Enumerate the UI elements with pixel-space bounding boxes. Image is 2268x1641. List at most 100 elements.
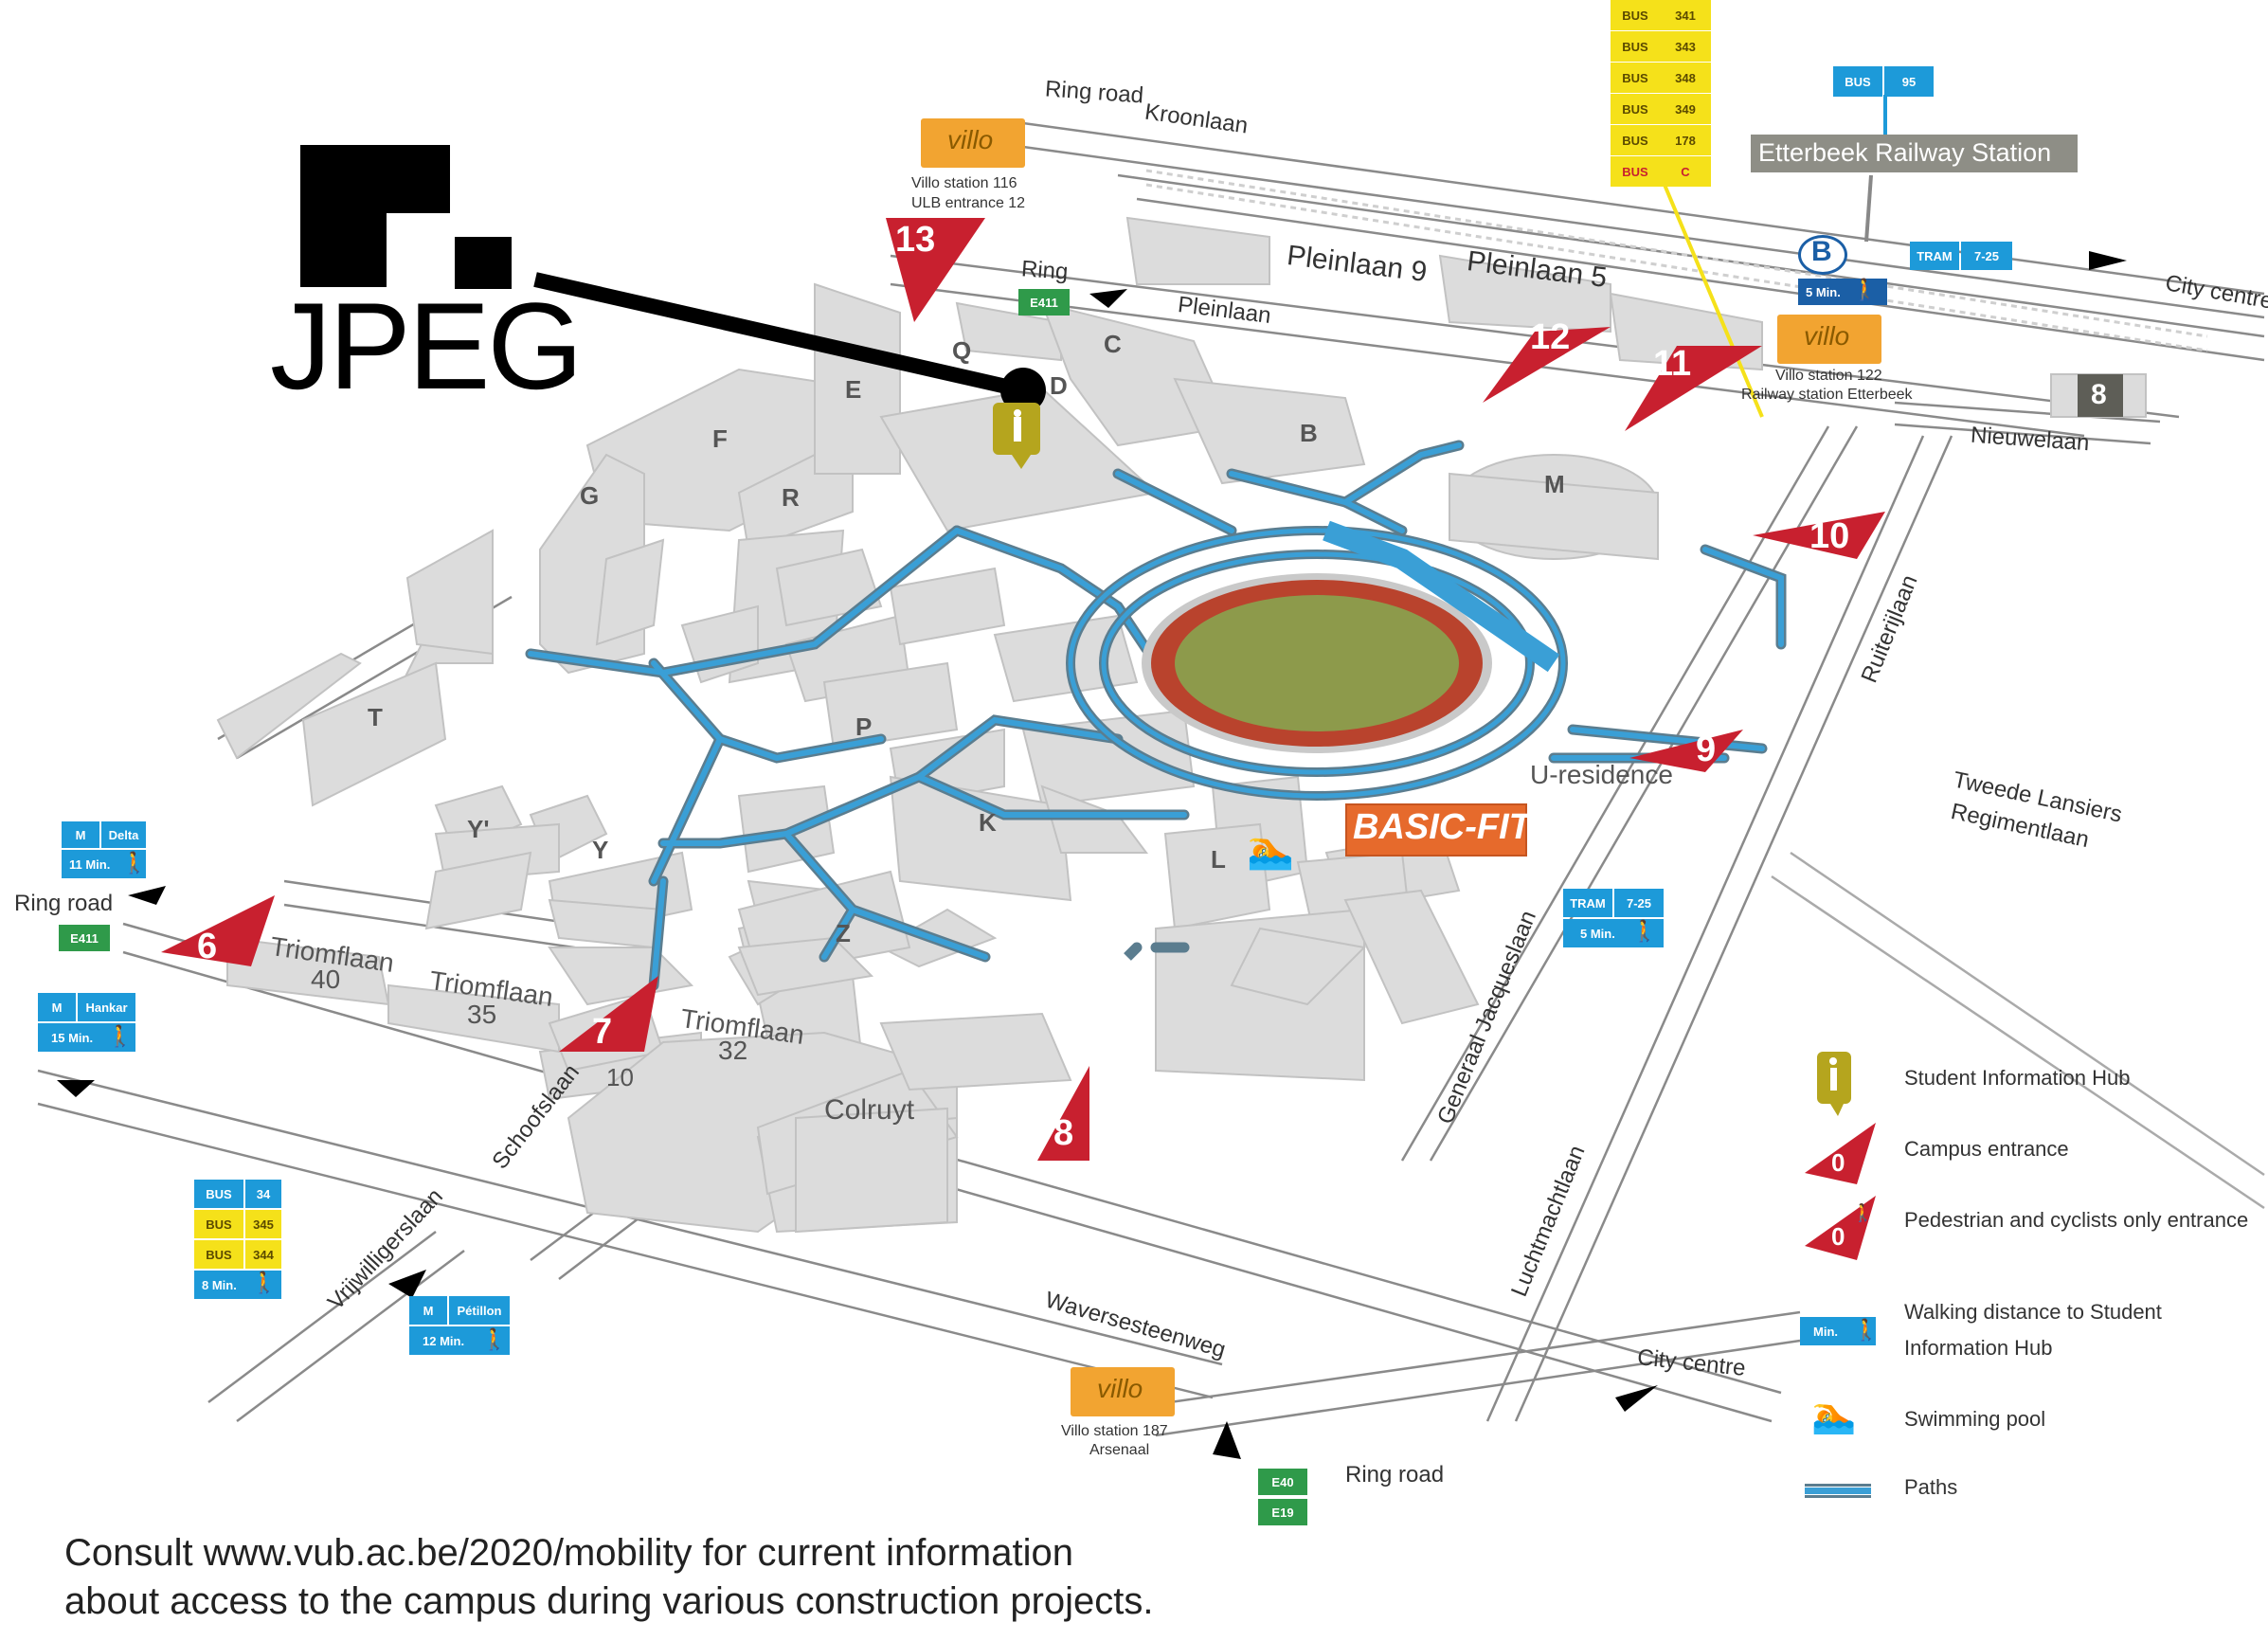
building-e: E <box>845 375 862 404</box>
legend-walk-1: Walking distance to Student <box>1904 1300 2162 1324</box>
villo-187-logo <box>1071 1367 1175 1416</box>
entrance-6: 6 <box>197 927 218 966</box>
bus-leader-line <box>1663 184 1764 418</box>
bus95-label: BUS <box>1833 66 1882 97</box>
e411-top-badge: E411 <box>1018 289 1070 316</box>
metro-petillon-name: Pétillon <box>449 1296 510 1325</box>
triomflaan32-num: 32 <box>718 1036 748 1065</box>
jpeg-logo-mark <box>300 145 512 289</box>
tram-mid-walk-icon: 🚶 <box>1631 919 1658 943</box>
b-station-walk-icon: 🚶 <box>1852 278 1879 301</box>
colruyt-label: Colruyt <box>824 1094 915 1126</box>
entrance-7: 7 <box>592 1012 613 1052</box>
footer-line-1: Consult www.vub.ac.be/2020/mobility for … <box>64 1532 1073 1574</box>
legend-ped-zero: 0 <box>1831 1222 1845 1251</box>
e19-badge: E19 <box>1258 1499 1307 1525</box>
villo-187-sub: Arsenaal <box>1089 1442 1150 1458</box>
metro-delta-m: M <box>62 821 99 848</box>
tram-mid-label: TRAM <box>1563 889 1612 917</box>
building-y-prime: Y' <box>467 815 490 843</box>
metro-delta-walk-icon: 🚶 <box>121 851 148 875</box>
villo-122-logo <box>1777 315 1881 364</box>
b-station-circle <box>1798 235 1847 275</box>
tram-mid-walk: 5 Min. <box>1563 919 1664 947</box>
bus-number: 349 <box>1660 94 1711 124</box>
villo-122-logo-text: villo <box>1804 321 1850 351</box>
villo-187-name: Villo station 187 <box>1061 1423 1168 1439</box>
u-residence-label: U-residence <box>1530 760 1673 789</box>
bus-number: 341 <box>1660 0 1711 30</box>
swimming-pool-icon: 🏊 <box>1247 829 1294 871</box>
legend-info-hub: Student Information Hub <box>1904 1066 2131 1090</box>
villo-116-logo-text: villo <box>947 125 994 154</box>
legend-walk-badge: Min. <box>1800 1317 1876 1345</box>
jpeg-pointer-line <box>533 272 1025 398</box>
tram-top-label: TRAM <box>1910 242 1959 270</box>
railway <box>1145 169 2208 352</box>
metro-petillon-walk: 12 Min. <box>409 1326 510 1355</box>
building-t: T <box>368 703 383 731</box>
legend-pool: Swimming pool <box>1904 1407 2046 1431</box>
jpeg-pointer-dot <box>1000 368 1046 413</box>
entrance-11: 11 <box>1653 344 1692 384</box>
legend-ped-icon: 🚶 <box>1852 1203 1874 1222</box>
ring-small-label: Ring <box>1020 256 1070 285</box>
building-m: M <box>1544 470 1565 498</box>
villo-122-sub: Railway station Etterbeek <box>1741 387 1913 403</box>
metro-petillon-m: M <box>409 1296 447 1325</box>
bus-left-walk-icon: 🚶 <box>251 1271 278 1294</box>
buildings <box>216 216 2147 1234</box>
ring-road-left-label: Ring road <box>14 891 114 916</box>
basicfit-logo <box>1345 803 1527 857</box>
building-z: Z <box>836 919 851 947</box>
entrance-12: 12 <box>1530 317 1571 357</box>
bus95-number: 95 <box>1884 66 1934 97</box>
villo-116-name: Villo station 116 <box>911 175 1017 191</box>
e40-badge: E40 <box>1258 1469 1307 1495</box>
bus-number: 343 <box>1660 31 1711 62</box>
building-d: D <box>1050 371 1068 400</box>
building-f: F <box>712 424 728 453</box>
metro-hankar-walk-icon: 🚶 <box>107 1024 134 1048</box>
building-b: B <box>1300 419 1318 447</box>
metro-delta-name: Delta <box>101 821 146 848</box>
legend-icons <box>1805 1052 1876 1498</box>
building-c: C <box>1104 330 1122 358</box>
metro-petillon-walk-icon: 🚶 <box>481 1327 508 1351</box>
bus-left-label-3: BUS <box>194 1240 243 1269</box>
paths-blue <box>528 442 1784 988</box>
bus-label: BUS <box>1611 156 1660 187</box>
e411-left-badge: E411 <box>59 925 110 951</box>
ring-road-bottom-label: Ring road <box>1345 1462 1445 1488</box>
roads <box>37 121 2265 1437</box>
triomflaan35-num: 35 <box>467 1000 497 1029</box>
bus-left-label-1: BUS <box>194 1180 243 1208</box>
bus-number: C <box>1660 156 1711 187</box>
etterbeek-station-box <box>1751 135 2078 172</box>
bus-left-label-2: BUS <box>194 1210 243 1238</box>
entrances <box>161 218 1885 1161</box>
footer-line-2: about access to the campus during variou… <box>64 1580 1154 1622</box>
legend-walk-icon: 🚶 <box>1853 1318 1880 1342</box>
etterbeek-station-label: Etterbeek Railway Station <box>1758 138 2052 167</box>
bus-left-number-2: 345 <box>245 1210 281 1238</box>
metro-hankar-name: Hankar <box>78 993 135 1021</box>
building-k: K <box>979 808 997 837</box>
legend-paths: Paths <box>1904 1475 1958 1499</box>
building-l: L <box>1211 845 1226 874</box>
legend-walk-2: Information Hub <box>1904 1336 2053 1360</box>
entrance-10: 10 <box>1809 516 1850 556</box>
building-g: G <box>580 481 600 510</box>
legend-campus-entrance: Campus entrance <box>1904 1137 2069 1161</box>
entrance-13: 13 <box>895 220 936 260</box>
station-leader <box>1864 174 1873 243</box>
villo-187-logo-text: villo <box>1097 1374 1143 1403</box>
villo-116-sub: ULB entrance 12 <box>911 195 1026 211</box>
building-y: Y <box>592 836 609 864</box>
legend-pool-icon: 🏊 <box>1811 1396 1857 1435</box>
stadium <box>1066 520 1568 801</box>
entrance-8: 8 <box>1053 1113 1074 1153</box>
bus-number: 178 <box>1660 125 1711 155</box>
